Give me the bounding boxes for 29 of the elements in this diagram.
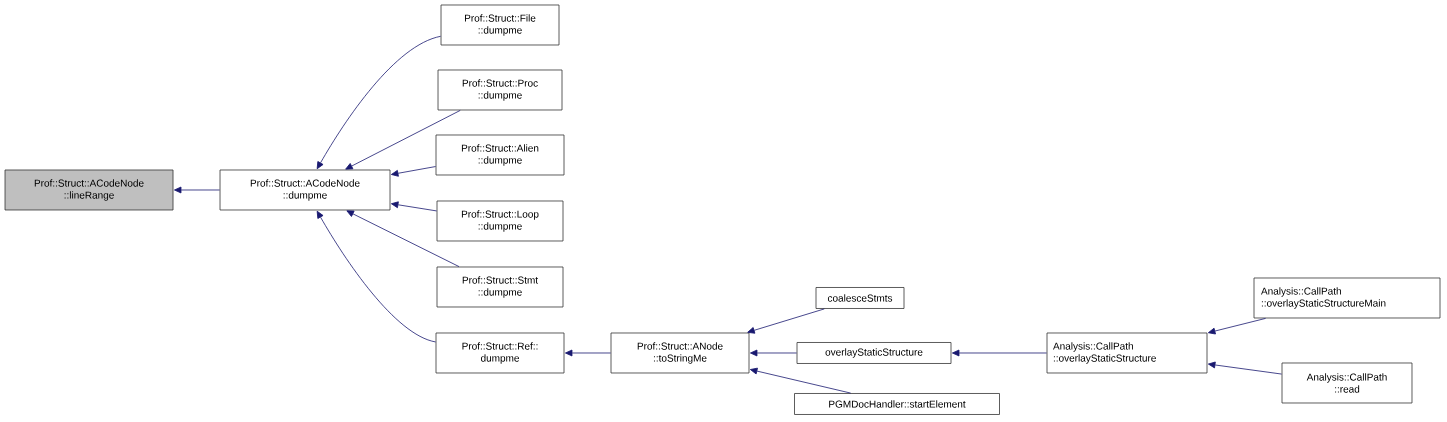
arrow <box>391 201 437 212</box>
arrow <box>747 308 825 334</box>
function-box: Analysis::CallPath ::overlayStaticStructure <box>1046 332 1208 374</box>
arrow <box>1208 361 1282 375</box>
function-box: Analysis::CallPath ::overlayStaticStructureMain <box>1253 277 1441 319</box>
arrow <box>346 210 460 267</box>
function-box: Prof::Struct::Proc ::dumpme <box>437 69 563 111</box>
arrow <box>316 35 441 170</box>
arrow <box>345 110 461 170</box>
function-box: Prof::Struct::Ref:: dumpme <box>435 332 565 374</box>
arrow <box>750 349 797 357</box>
function-box: Prof::Struct::Loop ::dumpme <box>436 200 564 242</box>
function-box: Prof::Struct::ACodeNode ::lineRange <box>4 169 174 211</box>
function-box: coalesceStmts <box>815 287 905 309</box>
function-box: overlayStaticStructure <box>796 342 952 364</box>
arrow <box>391 166 436 177</box>
arrow <box>1207 318 1266 335</box>
arrow <box>316 210 436 343</box>
arrow <box>565 349 611 357</box>
function-box: PGMDocHandler::startElement <box>794 393 1000 415</box>
function-box: Prof::Struct::ACodeNode ::dumpme <box>219 169 391 211</box>
arrow <box>750 367 852 394</box>
arrow <box>174 186 220 194</box>
function-box: Prof::Struct::File ::dumpme <box>440 4 560 46</box>
arrow <box>952 349 1047 357</box>
function-box: Prof::Struct::Alien ::dumpme <box>435 134 565 176</box>
function-box: Prof::Struct::Stmt ::dumpme <box>436 266 564 308</box>
function-box: Analysis::CallPath ::read <box>1281 362 1413 404</box>
function-box: Prof::Struct::ANode ::toStringMe <box>610 332 750 374</box>
